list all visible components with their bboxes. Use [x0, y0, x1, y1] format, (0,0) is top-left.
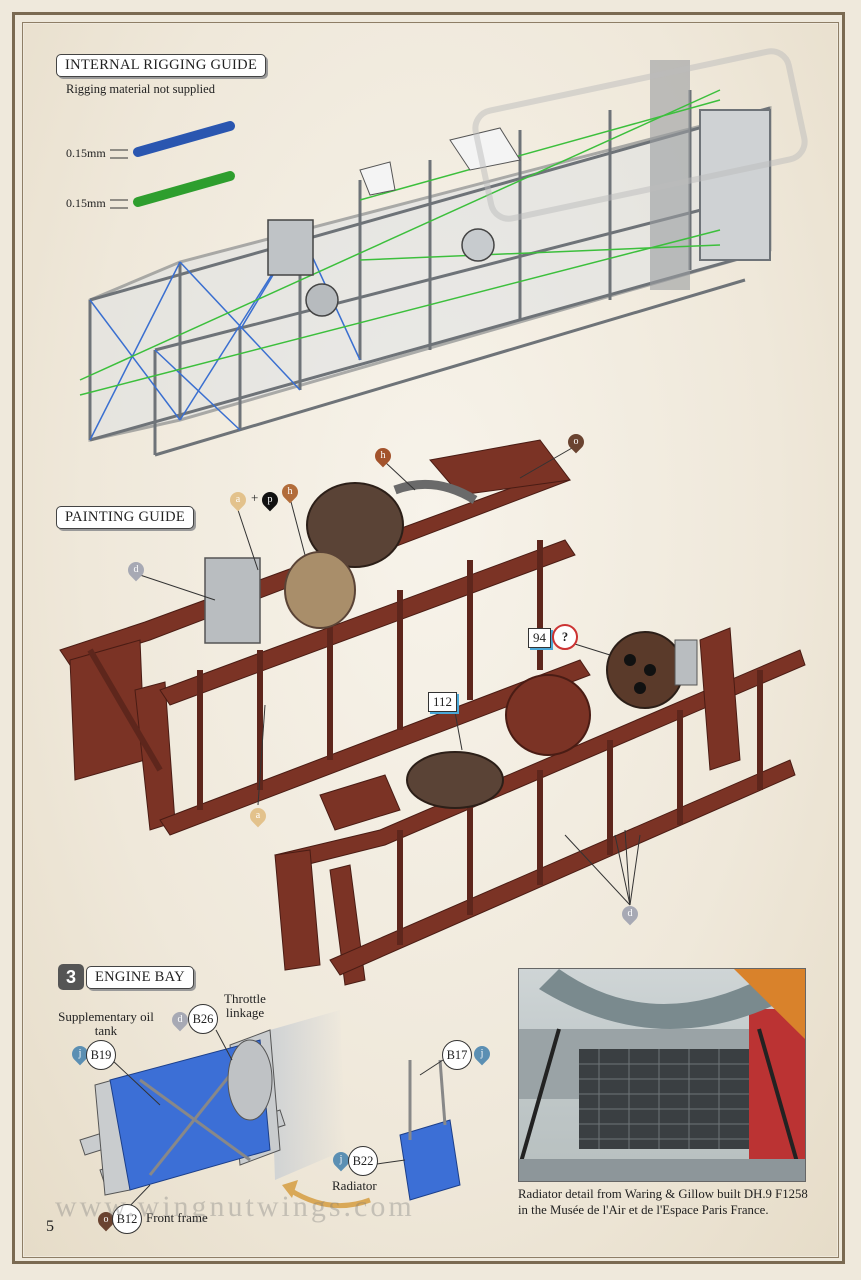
question-icon: ?: [552, 624, 578, 650]
part-B26: B26: [188, 1004, 218, 1034]
rigging-guide-title: INTERNAL RIGGING GUIDE: [56, 54, 267, 77]
painting-guide-title: PAINTING GUIDE: [56, 506, 195, 529]
page-frame-outer: [12, 12, 845, 1264]
watermark: www.wingnutwings.com: [55, 1190, 415, 1223]
wire2-label: 0.15mm: [66, 196, 106, 210]
front-frame-label: Front frame: [146, 1210, 208, 1225]
radiator-label: Radiator: [332, 1178, 377, 1193]
throttle-linkage-label: Throttle linkage: [224, 991, 266, 1020]
page-number: 5: [46, 1218, 54, 1235]
wire1-label: 0.15mm: [66, 146, 106, 160]
part-B17: B17: [442, 1040, 472, 1070]
part-B22: B22: [348, 1146, 378, 1176]
photo-caption: Radiator detail from Waring & Gillow bui…: [518, 1187, 808, 1217]
supp-oil-tank-label: Supplementary oil tank: [58, 1009, 154, 1038]
callout-94: 94: [528, 628, 551, 648]
page-frame-inner: [22, 22, 839, 1258]
paint-plus: +: [251, 490, 259, 505]
radiator-photo: [518, 968, 806, 1182]
paint-drop-j-2: j: [470, 1042, 494, 1066]
part-B12: B12: [112, 1204, 142, 1234]
part-B19: B19: [86, 1040, 116, 1070]
step-number: 3: [58, 964, 84, 990]
rigging-subtitle: Rigging material not supplied: [66, 82, 215, 96]
callout-112: 112: [428, 692, 458, 712]
engine-bay-title: ENGINE BAY: [86, 966, 194, 989]
